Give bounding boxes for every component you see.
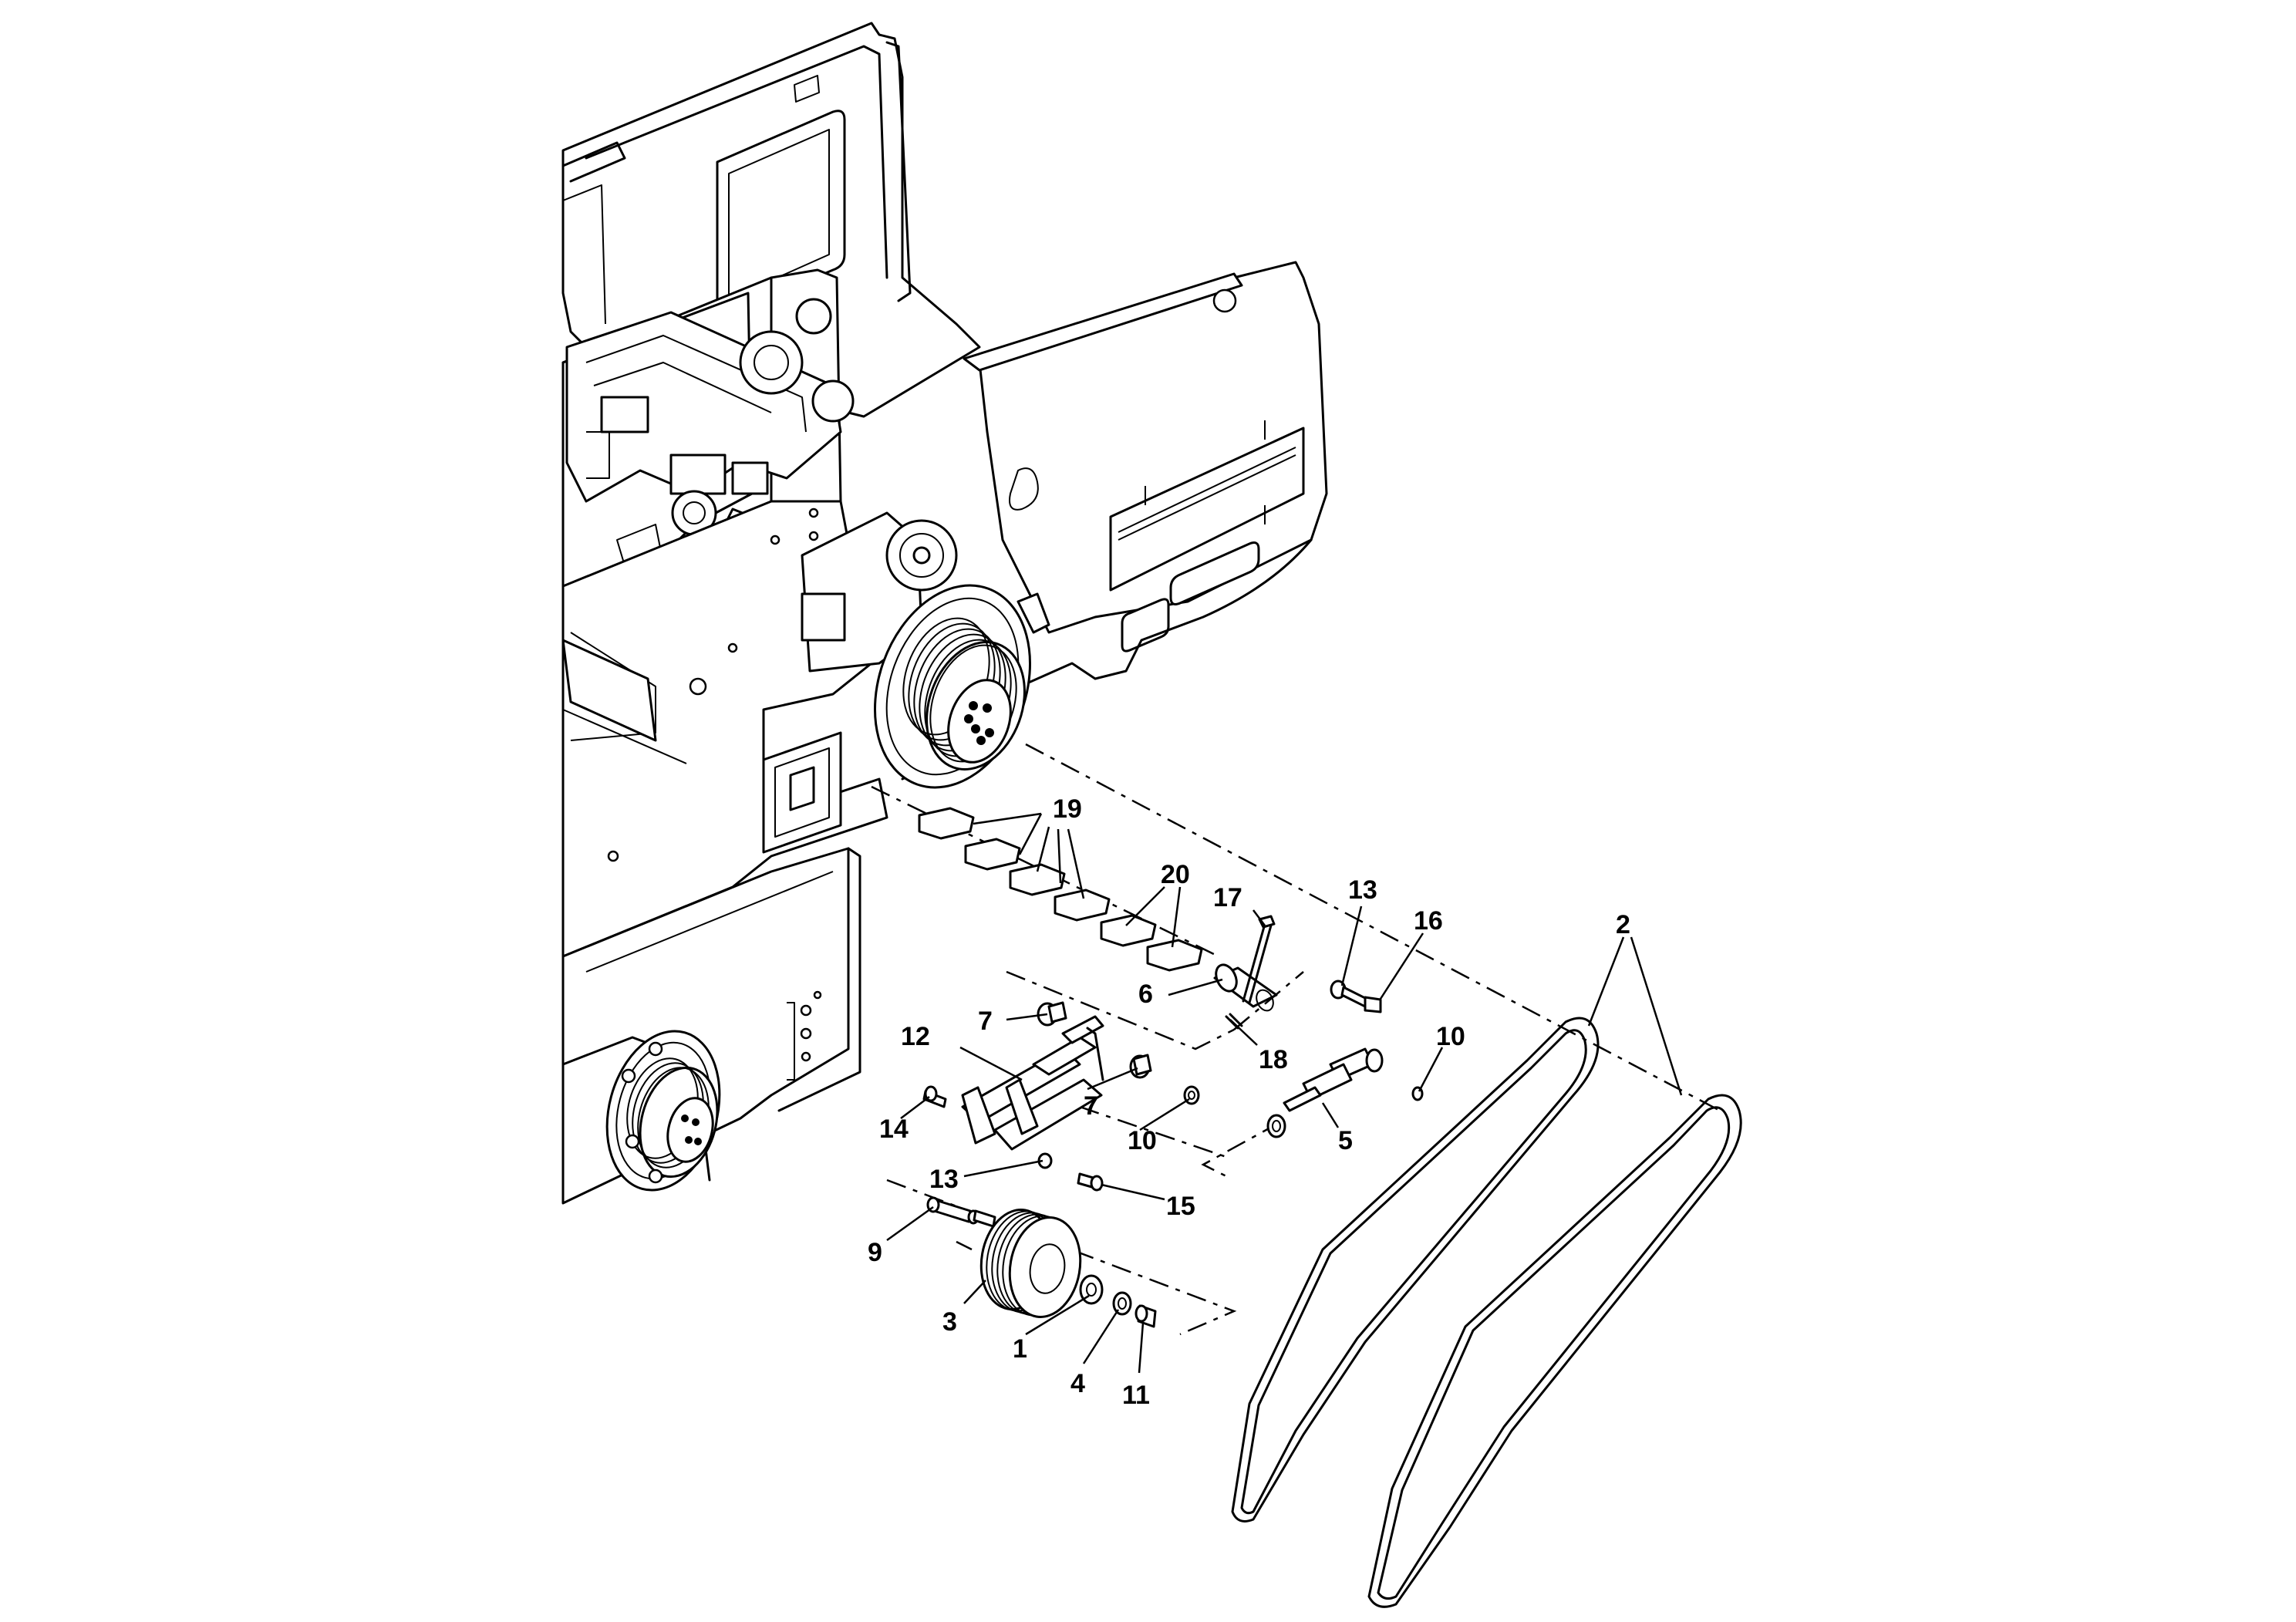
callout-19: 19 (1053, 794, 1082, 824)
callout-14: 14 (879, 1114, 909, 1144)
callout-13-upper: 13 (1348, 875, 1377, 905)
callout-7-upper: 7 (978, 1007, 993, 1036)
hydraulic-cylinder (1266, 1047, 1424, 1138)
idler-pulley-assembly (926, 1196, 1157, 1328)
upper-fasteners (1330, 980, 1382, 1013)
callout-17: 17 (1213, 883, 1242, 912)
tensioner-bracket (922, 1001, 1200, 1192)
callout-12: 12 (901, 1022, 930, 1051)
callout-7-lower: 7 (1084, 1091, 1098, 1121)
drive-belts (1231, 1017, 1742, 1608)
leader-lines (886, 812, 1683, 1374)
drive-pulley-assembly (873, 584, 1050, 789)
callout-5: 5 (1338, 1126, 1353, 1155)
callout-1: 1 (1013, 1334, 1027, 1364)
callout-10-center: 10 (1128, 1126, 1157, 1155)
machine-frame (561, 22, 1328, 1205)
callout-4: 4 (1070, 1369, 1085, 1398)
callout-2: 2 (1616, 910, 1630, 939)
callout-20: 20 (1161, 860, 1190, 889)
callout-3: 3 (942, 1307, 957, 1337)
callout-18: 18 (1259, 1045, 1288, 1074)
lower-pulley (605, 1030, 721, 1192)
tension-shaft (1213, 915, 1278, 1030)
callout-labels: 19 20 17 13 16 2 6 18 10 7 12 7 14 10 5 … (868, 794, 1630, 1410)
callout-6: 6 (1138, 980, 1153, 1009)
callout-16: 16 (1414, 906, 1443, 936)
callout-15: 15 (1166, 1192, 1195, 1221)
callout-9: 9 (868, 1238, 882, 1267)
belt-shield-segments (918, 807, 1203, 972)
callout-13-lower: 13 (929, 1165, 959, 1194)
callout-10-right: 10 (1436, 1022, 1465, 1051)
callout-11: 11 (1122, 1381, 1150, 1410)
